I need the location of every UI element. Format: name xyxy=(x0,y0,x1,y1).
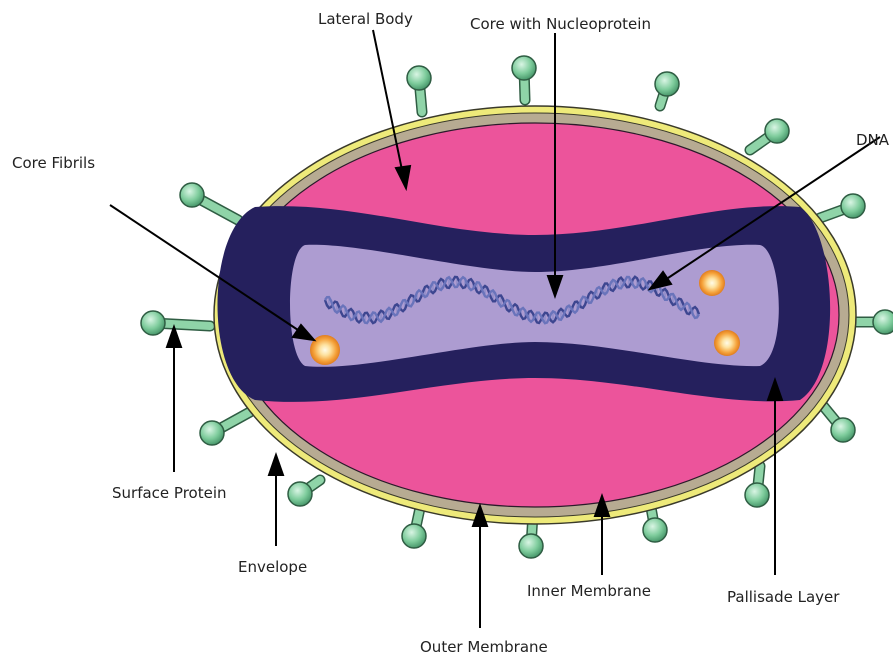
surface-protein-spike xyxy=(288,480,320,506)
surface-protein-spike xyxy=(200,412,250,445)
surface-protein-spike xyxy=(407,66,431,112)
spike-head xyxy=(402,524,426,548)
arrowhead-envelope xyxy=(269,455,283,475)
spike-head xyxy=(831,418,855,442)
label-inner-membrane: Inner Membrane xyxy=(527,582,651,600)
spike-head xyxy=(841,194,865,218)
label-outer-membrane: Outer Membrane xyxy=(420,638,548,656)
spike-head xyxy=(407,66,431,90)
surface-protein-spike xyxy=(745,466,769,507)
surface-protein-spike xyxy=(750,119,789,150)
spike-head xyxy=(180,183,204,207)
spike-head xyxy=(512,56,536,80)
surface-protein-spike xyxy=(820,194,865,218)
label-envelope: Envelope xyxy=(238,558,307,576)
spike-head xyxy=(873,310,893,334)
label-lateral-body: Lateral Body xyxy=(318,10,413,28)
spike-head xyxy=(200,421,224,445)
spike-head xyxy=(288,482,312,506)
surface-protein-spike xyxy=(820,402,855,442)
core-fibril xyxy=(714,330,740,356)
spike-head xyxy=(519,534,543,558)
spike-head xyxy=(655,72,679,96)
surface-protein-spike xyxy=(655,72,679,106)
label-pallisade-layer: Pallisade Layer xyxy=(727,588,840,606)
label-dna: DNA xyxy=(856,131,890,149)
surface-protein-spike xyxy=(512,56,536,100)
core-fibril xyxy=(699,270,725,296)
arrowhead-surface-protein xyxy=(167,327,181,347)
spike-head xyxy=(643,518,667,542)
surface-protein-spike xyxy=(180,183,238,220)
label-surface-protein: Surface Protein xyxy=(112,484,227,502)
spike-head xyxy=(141,311,165,335)
spike-head xyxy=(765,119,789,143)
spike-head xyxy=(745,483,769,507)
label-core-fibrils: Core Fibrils xyxy=(12,154,95,172)
label-core-with-nucleoprotein: Core with Nucleoprotein xyxy=(470,15,651,33)
surface-protein-spike xyxy=(402,508,426,548)
